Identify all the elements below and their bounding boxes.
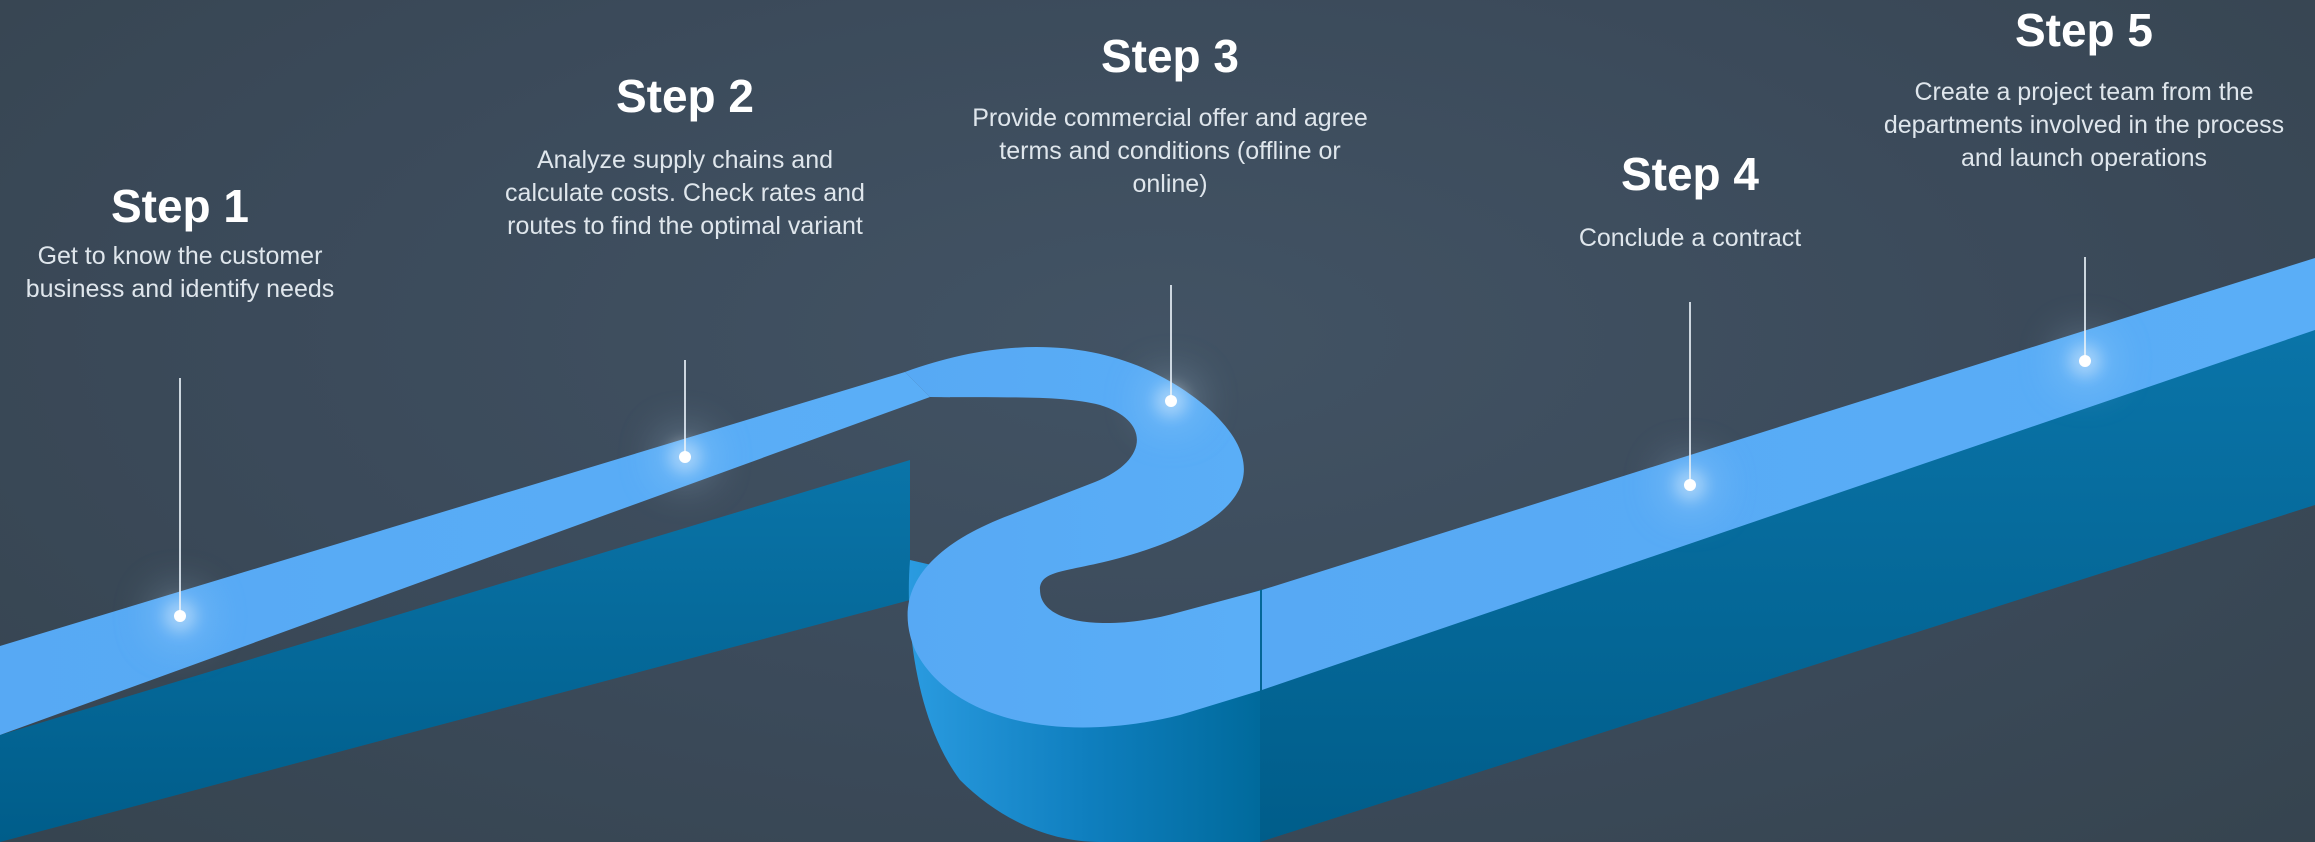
step-4: Step 4 Conclude a contract [1540, 146, 1840, 255]
road-right-side [1260, 330, 2315, 842]
step-5-leader-line [2084, 257, 2086, 361]
road-left-side [0, 460, 910, 842]
road-right-top [1262, 258, 2315, 690]
step-5: Step 5 Create a project team from the de… [1875, 2, 2293, 175]
step-1-leader-line [179, 378, 181, 616]
step-2: Step 2 Analyze supply chains and calcula… [490, 68, 880, 243]
step-3-title: Step 3 [1100, 30, 1240, 82]
step-5-description: Create a project team from the departmen… [1883, 78, 2285, 172]
step-3-marker [1165, 395, 1177, 407]
step-4-description: Conclude a contract [1578, 224, 1802, 252]
step-4-marker [1684, 479, 1696, 491]
step-1-title: Step 1 [110, 180, 250, 232]
step-3-description: Provide commercial offer and agree terms… [972, 104, 1368, 198]
step-1: Step 1 Get to know the customer business… [0, 178, 360, 306]
step-4-title: Step 4 [1620, 148, 1760, 200]
road-curve-top [905, 347, 1262, 728]
step-1-marker [174, 610, 186, 622]
step-4-leader-line [1689, 302, 1691, 485]
step-2-title: Step 2 [615, 70, 755, 122]
step-1-description: Get to know the customer business and id… [25, 242, 335, 303]
step-3-leader-line [1170, 285, 1172, 401]
step-5-marker [2079, 355, 2091, 367]
step-3: Step 3 Provide commercial offer and agre… [970, 28, 1370, 201]
step-2-marker [679, 451, 691, 463]
step-5-title: Step 5 [2014, 4, 2154, 56]
road-left-top [0, 372, 930, 735]
step-2-leader-line [684, 360, 686, 457]
step-2-description: Analyze supply chains and calculate cost… [505, 146, 865, 240]
